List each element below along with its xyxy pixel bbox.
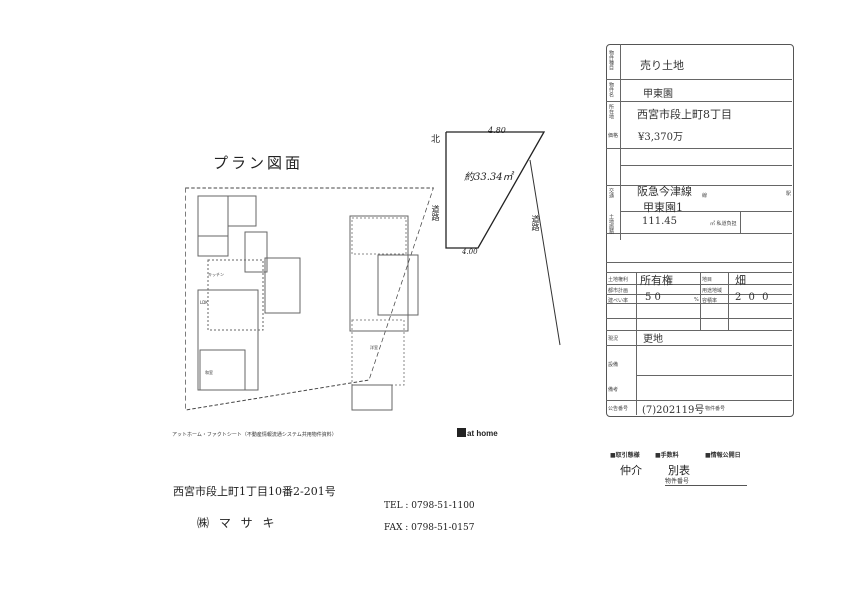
- room-label: LDK: [200, 300, 208, 305]
- property-info-table: [606, 44, 794, 417]
- property-name: 甲東園: [643, 89, 673, 100]
- deal-type: 仲介: [620, 464, 642, 477]
- property-number-label: 物件番号: [665, 476, 747, 486]
- ad-number: (7)202119号: [642, 405, 705, 416]
- lot-area-label: 約33.34㎡: [464, 172, 513, 183]
- status: 更地: [643, 334, 663, 345]
- facility-label: 設備: [608, 362, 619, 368]
- company-address: 西宮市段上町1丁目10番2-201号: [173, 485, 336, 498]
- far-label: 容積率: [702, 298, 718, 304]
- room-label: 和室: [205, 370, 213, 375]
- publish-date-heading: ■情報公開日: [705, 452, 741, 459]
- road-label: 道路: [431, 205, 440, 221]
- room-label: 洋室: [370, 345, 378, 350]
- prop-no-label: 物件番号: [705, 406, 726, 412]
- price: ¥3,370万: [638, 132, 683, 143]
- floor-plan-drawing: [185, 187, 434, 411]
- floorplan-title: プラン図面: [213, 154, 304, 172]
- bcr-label: 建ぺい率: [608, 298, 629, 304]
- building-coverage: 5 0: [645, 292, 661, 303]
- chimoku: 畑: [735, 274, 746, 287]
- area-label: 土地面積: [608, 214, 614, 234]
- lot-survey-drawing: [445, 131, 561, 346]
- terms-heading: ■取引態様: [610, 452, 640, 459]
- remarks-label: 備考: [608, 387, 619, 393]
- north-label: 北: [431, 135, 441, 145]
- line-suffix: 線: [702, 193, 708, 199]
- rights-label: 土地権利: [608, 277, 629, 283]
- land-area: 111.45: [642, 216, 677, 227]
- fee: 別表: [668, 464, 690, 477]
- dim-top: 4.80: [488, 126, 506, 135]
- station-suffix: 駅: [786, 191, 792, 197]
- type-label: 物件種目: [608, 50, 614, 70]
- pct: %: [694, 297, 699, 303]
- city-plan-label: 都市計画: [608, 288, 629, 294]
- road-label: 道路: [531, 215, 540, 231]
- railway-line: 阪急今津線: [637, 185, 692, 198]
- company-fax: FAX : 0798-51-0157: [384, 523, 475, 533]
- logo-text: at home: [467, 429, 498, 438]
- status-label: 現況: [608, 336, 619, 342]
- price-label: 価格: [608, 133, 619, 139]
- floor-area-ratio: 2 0 0: [735, 292, 771, 303]
- zone-label: 用途地域: [702, 288, 723, 294]
- name-label: 物件名: [608, 82, 614, 97]
- factsheet-note: アットホーム・ファクトシート（不動産情報流通システム共用物件資料）: [172, 432, 337, 438]
- athome-logo: at home: [457, 428, 498, 438]
- transport-label: 交通: [608, 188, 614, 198]
- room-label: キッチン: [208, 272, 224, 277]
- land-rights: 所有権: [640, 274, 673, 287]
- station: 甲東園1: [643, 201, 683, 214]
- area-note: ㎡ 私道負担: [710, 221, 737, 227]
- address: 西宮市段上町8丁目: [637, 108, 732, 121]
- company-name: ㈱ マ サ キ: [197, 516, 278, 530]
- company-tel: TEL : 0798-51-1100: [384, 501, 475, 511]
- dim-bottom: 4.00: [462, 248, 478, 256]
- address-label: 所在地: [608, 104, 614, 119]
- chimoku-label: 地目: [702, 277, 713, 283]
- fee-heading: ■手数料: [655, 452, 679, 459]
- ad-label: 公告番号: [608, 406, 629, 412]
- property-type: 売り土地: [640, 59, 684, 72]
